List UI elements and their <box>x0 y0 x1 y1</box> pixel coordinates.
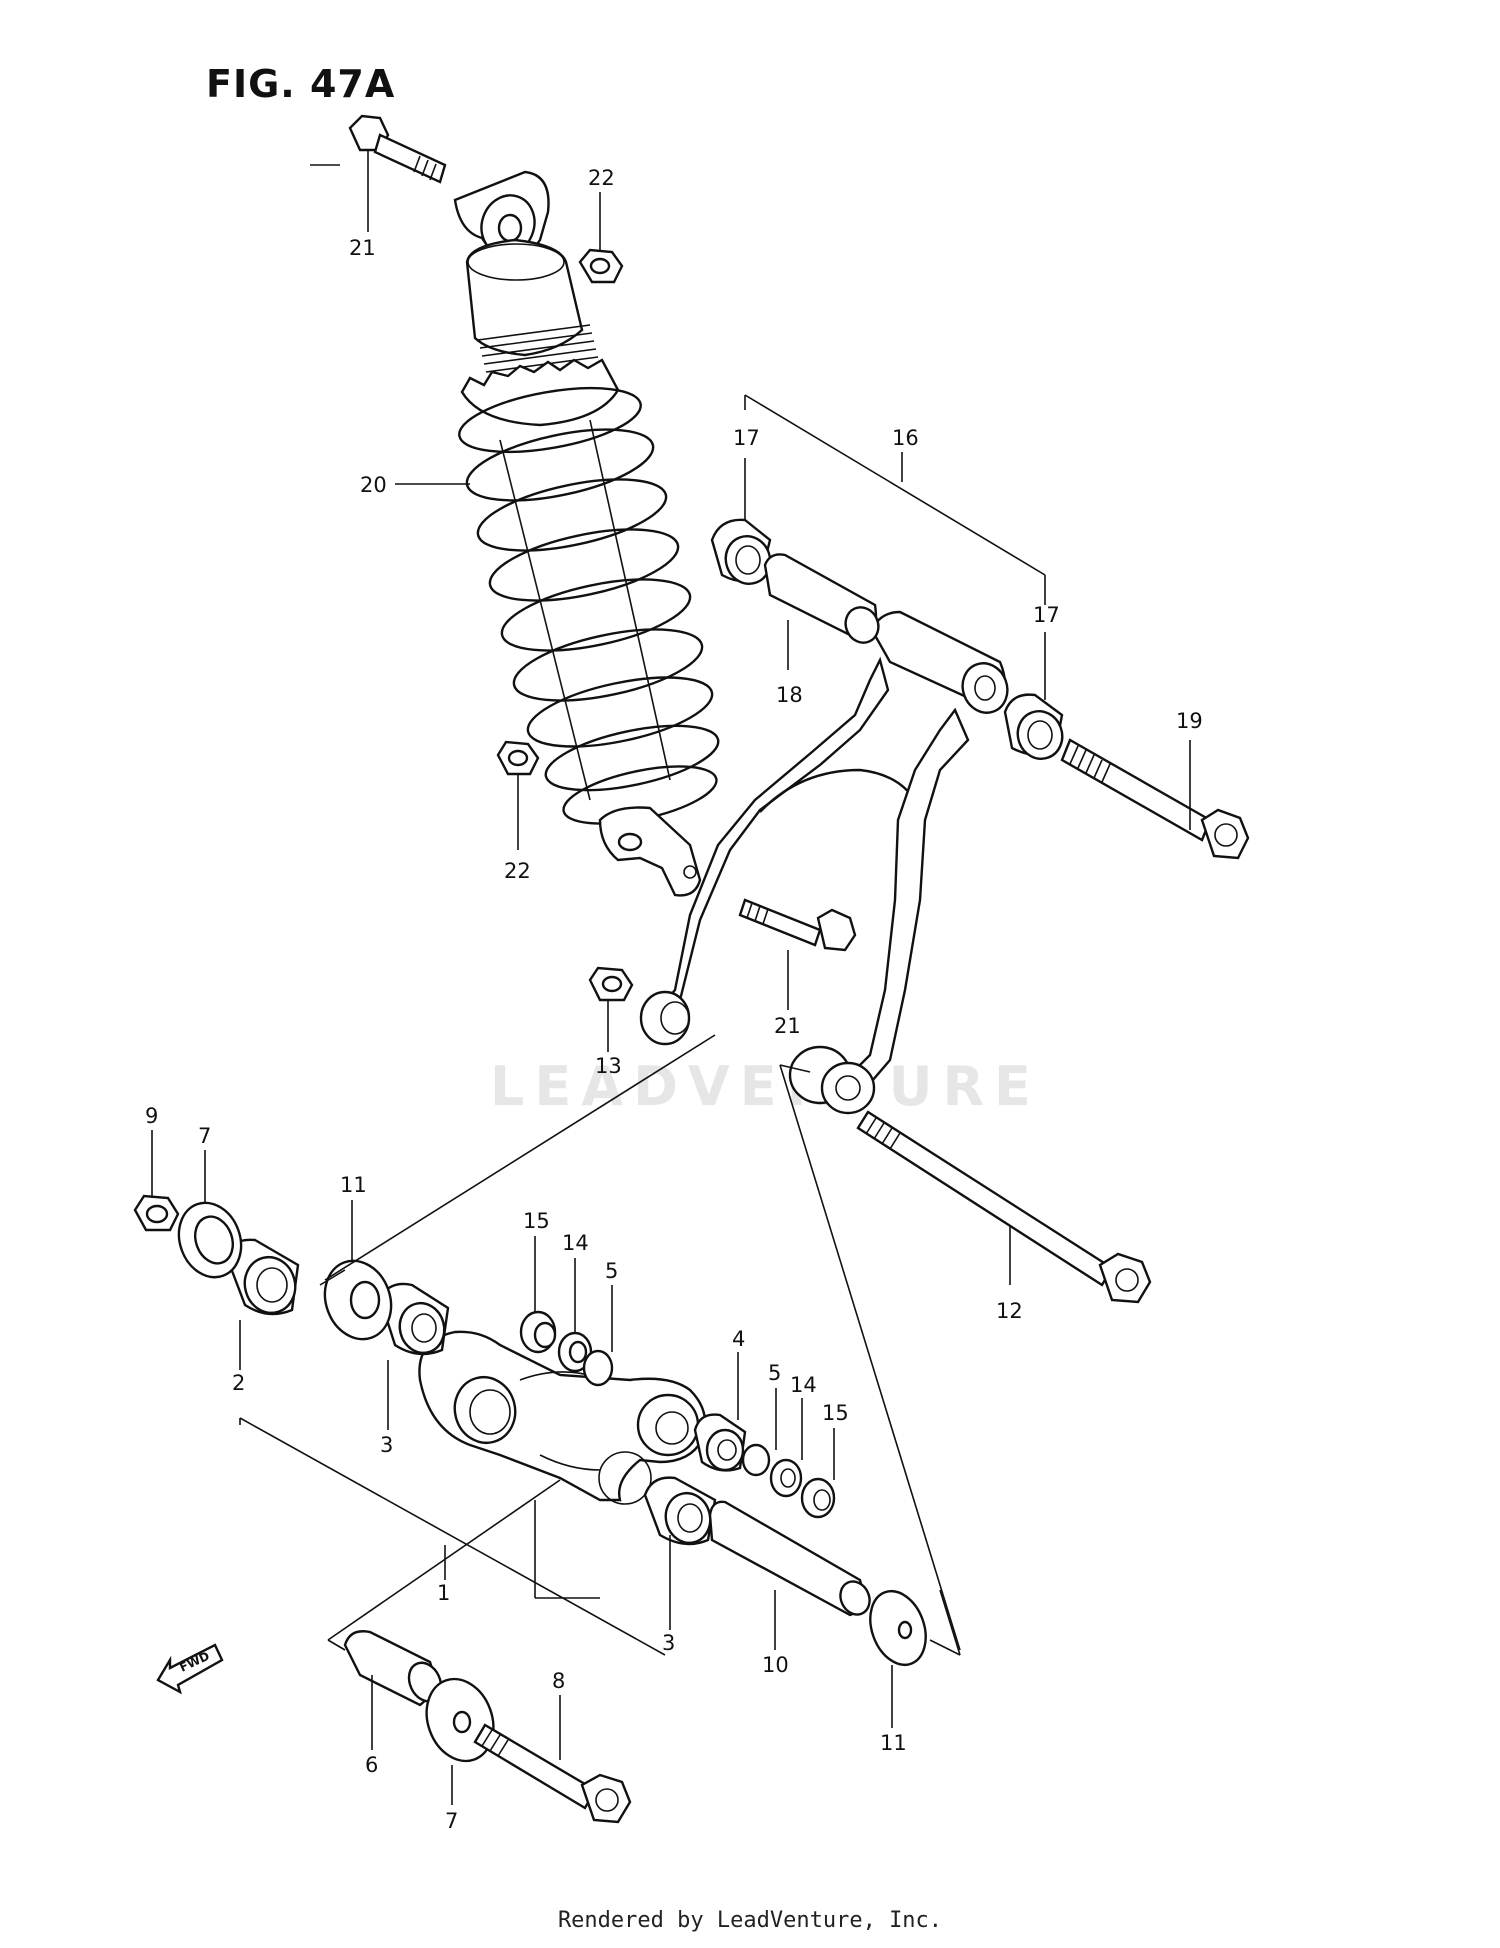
washer-left[interactable] <box>169 1194 251 1286</box>
figure-title: FIG. 47A <box>206 62 396 106</box>
callout-7b: 7 <box>445 1809 458 1833</box>
callout-21a: 21 <box>349 236 376 260</box>
shock-upper-nut[interactable] <box>578 248 624 284</box>
thrust-washer-right[interactable] <box>861 1583 936 1672</box>
callout-9: 9 <box>145 1104 158 1128</box>
needle-bearing-upper[interactable] <box>710 518 777 590</box>
callout-14b: 14 <box>790 1373 817 1397</box>
callout-7a: 7 <box>198 1124 211 1148</box>
washer-lower[interactable] <box>741 1443 836 1519</box>
callout-18: 18 <box>776 683 803 707</box>
lever-pivot-bolt[interactable] <box>1060 738 1250 860</box>
watermark: LEADVENTURE <box>490 1055 1041 1118</box>
callout-labels: 21 22 20 22 21 13 16 17 17 18 19 12 9 7 … <box>145 166 1203 1833</box>
rod-needle-bearing-upper[interactable] <box>378 1282 450 1358</box>
callout-16: 16 <box>892 426 919 450</box>
callout-20: 20 <box>360 473 387 497</box>
callout-14a: 14 <box>562 1231 589 1255</box>
fwd-arrow: FWD <box>156 1643 224 1695</box>
lower-spacer[interactable] <box>343 1630 447 1707</box>
needle-bearing-lower[interactable] <box>1003 693 1069 765</box>
callout-22b: 22 <box>504 859 531 883</box>
footer-credit: Rendered by LeadVenture, Inc. <box>557 1908 943 1933</box>
callout-11b: 11 <box>880 1731 907 1755</box>
callout-15a: 15 <box>523 1209 550 1233</box>
rear-shock-absorber[interactable] <box>453 170 724 897</box>
callout-13: 13 <box>595 1054 622 1078</box>
cushion-rod[interactable] <box>418 1330 707 1505</box>
callout-5b: 5 <box>768 1361 781 1385</box>
rod-bearing[interactable] <box>224 1238 301 1319</box>
callout-22a: 22 <box>588 166 615 190</box>
callout-1: 1 <box>437 1581 450 1605</box>
callout-4: 4 <box>732 1327 745 1351</box>
callout-3a: 3 <box>380 1433 393 1457</box>
callout-10: 10 <box>762 1653 789 1677</box>
callout-8: 8 <box>552 1669 565 1693</box>
rod-lower-bolt[interactable] <box>473 1723 632 1824</box>
callout-3b: 3 <box>662 1631 675 1655</box>
thrust-washer-left[interactable] <box>314 1251 402 1348</box>
rod-bushing[interactable] <box>693 1413 747 1472</box>
rod-needle-bearing-lower[interactable] <box>643 1476 717 1548</box>
callout-2: 2 <box>232 1371 245 1395</box>
shock-lower-nut[interactable] <box>496 740 540 776</box>
shock-lower-bolt[interactable] <box>738 898 857 952</box>
rod-nut[interactable] <box>133 1194 180 1232</box>
cushion-lever[interactable] <box>639 610 1014 1115</box>
callout-15b: 15 <box>822 1401 849 1425</box>
callout-21b: 21 <box>774 1014 801 1038</box>
callout-5a: 5 <box>605 1259 618 1283</box>
rod-upper-bolt[interactable] <box>856 1110 1152 1304</box>
shock-upper-bolt[interactable] <box>348 114 447 184</box>
callout-11a: 11 <box>340 1173 367 1197</box>
callout-17b: 17 <box>1033 603 1060 627</box>
callout-17a: 17 <box>733 426 760 450</box>
callout-6: 6 <box>365 1753 378 1777</box>
washer-upper[interactable] <box>519 1310 614 1387</box>
callout-19: 19 <box>1176 709 1203 733</box>
leader-lines <box>151 150 1191 1805</box>
rod-spacer[interactable] <box>708 1500 875 1620</box>
lever-spacer[interactable] <box>763 553 884 648</box>
callout-12: 12 <box>996 1299 1023 1323</box>
lever-nut[interactable] <box>588 966 634 1002</box>
